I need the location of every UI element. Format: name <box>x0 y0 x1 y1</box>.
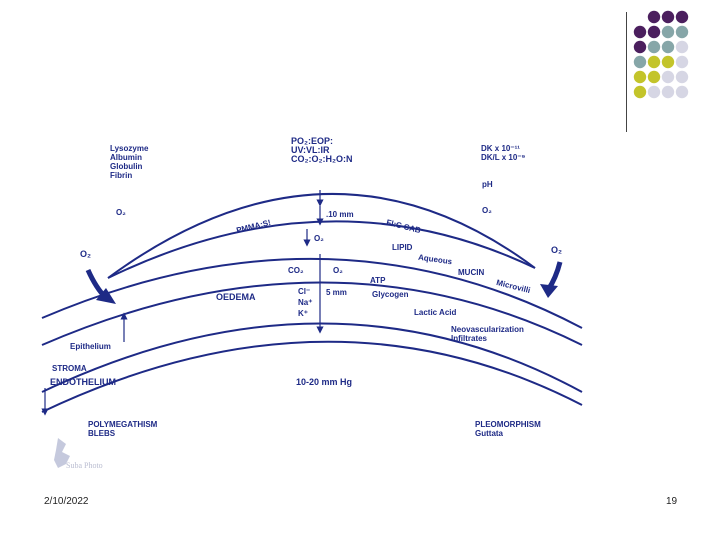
o2-arrow-right-label: O₂ <box>551 245 562 255</box>
decorative-dot <box>675 55 689 69</box>
atp-label: ATP <box>370 276 386 285</box>
lens-back-surface <box>107 220 536 279</box>
decorative-dot <box>661 25 675 39</box>
depth-label: 5 mm <box>326 288 347 297</box>
decorative-dot <box>633 40 647 54</box>
neovascularization-label: Neovascularization Infiltrates <box>451 325 524 343</box>
polymegathism-label: POLYMEGATHISM BLEBS <box>88 420 158 438</box>
footer-date: 2/10/2022 <box>44 496 89 507</box>
decorative-dot <box>661 70 675 84</box>
endothelium-back-line <box>41 340 583 413</box>
decorative-dot <box>633 70 647 84</box>
watermark-map-shape <box>54 438 70 468</box>
lens-front-surface <box>107 192 536 279</box>
divider-line <box>626 12 627 132</box>
decorative-dot <box>661 55 675 69</box>
oedema-label: OEDEMA <box>216 292 256 302</box>
o2-arrowhead-right <box>540 284 558 298</box>
decorative-dot <box>647 70 661 84</box>
decorative-dot <box>647 25 661 39</box>
o2-top-right: O₂ <box>482 206 492 215</box>
pressure-label: 10-20 mm Hg <box>296 377 353 387</box>
decorative-dot <box>647 40 661 54</box>
decorative-dot <box>633 55 647 69</box>
decorative-dot <box>675 10 689 24</box>
decorative-dot <box>661 10 675 24</box>
lipid-label: LIPID <box>392 243 413 252</box>
decorative-dot <box>661 40 675 54</box>
mucin-label: MUCIN <box>458 268 485 277</box>
watermark-text: Suba Photo <box>66 461 103 470</box>
pleomorphism-label: PLEOMORPHISM Guttata <box>475 420 541 438</box>
o2-epi-label: O₂ <box>333 266 343 275</box>
decorative-dot <box>647 10 661 24</box>
decorative-dot <box>633 85 647 99</box>
o2-arrowhead-left <box>96 288 116 304</box>
decorative-dot <box>647 85 661 99</box>
epithelium-label: Epithelium <box>70 342 111 351</box>
lens-thickness: .10 mm <box>326 210 354 219</box>
endothelium-label: ENDOTHELIUM <box>50 377 116 387</box>
gas-list: PO₂:EOP: UV:VL:IR CO₂:O₂:H₂O:N <box>291 136 353 164</box>
decorative-dot <box>675 85 689 99</box>
decorative-dot <box>675 70 689 84</box>
stroma-label: STROMA <box>52 364 87 373</box>
protein-list: Lysozyme Albumin Globulin Fibrin <box>110 144 149 180</box>
decorative-dot-grid <box>633 10 689 99</box>
decorative-dot <box>647 55 661 69</box>
decorative-dot <box>661 85 675 99</box>
ph-label: pH <box>482 180 493 189</box>
co2-label: CO₂ <box>288 266 304 275</box>
endothelium-front-line <box>41 322 583 393</box>
page-number: 19 <box>666 496 678 507</box>
decorative-dot <box>633 25 647 39</box>
glycogen-label: Glycogen <box>372 290 409 299</box>
o2-top-left: O₂ <box>116 208 126 217</box>
o2-under-lens: O₂ <box>314 234 324 243</box>
decorative-dot <box>675 25 689 39</box>
o2-arrow-left-label: O₂ <box>80 249 91 259</box>
dk-values: DK x 10⁻¹¹ DK/L x 10⁻⁹ <box>481 144 526 162</box>
lactic-acid-label: Lactic Acid <box>414 308 457 317</box>
decorative-dot <box>675 40 689 54</box>
ion-list: Cl⁻ Na⁺ K⁺ <box>298 287 313 318</box>
tear-film-line <box>41 257 583 329</box>
